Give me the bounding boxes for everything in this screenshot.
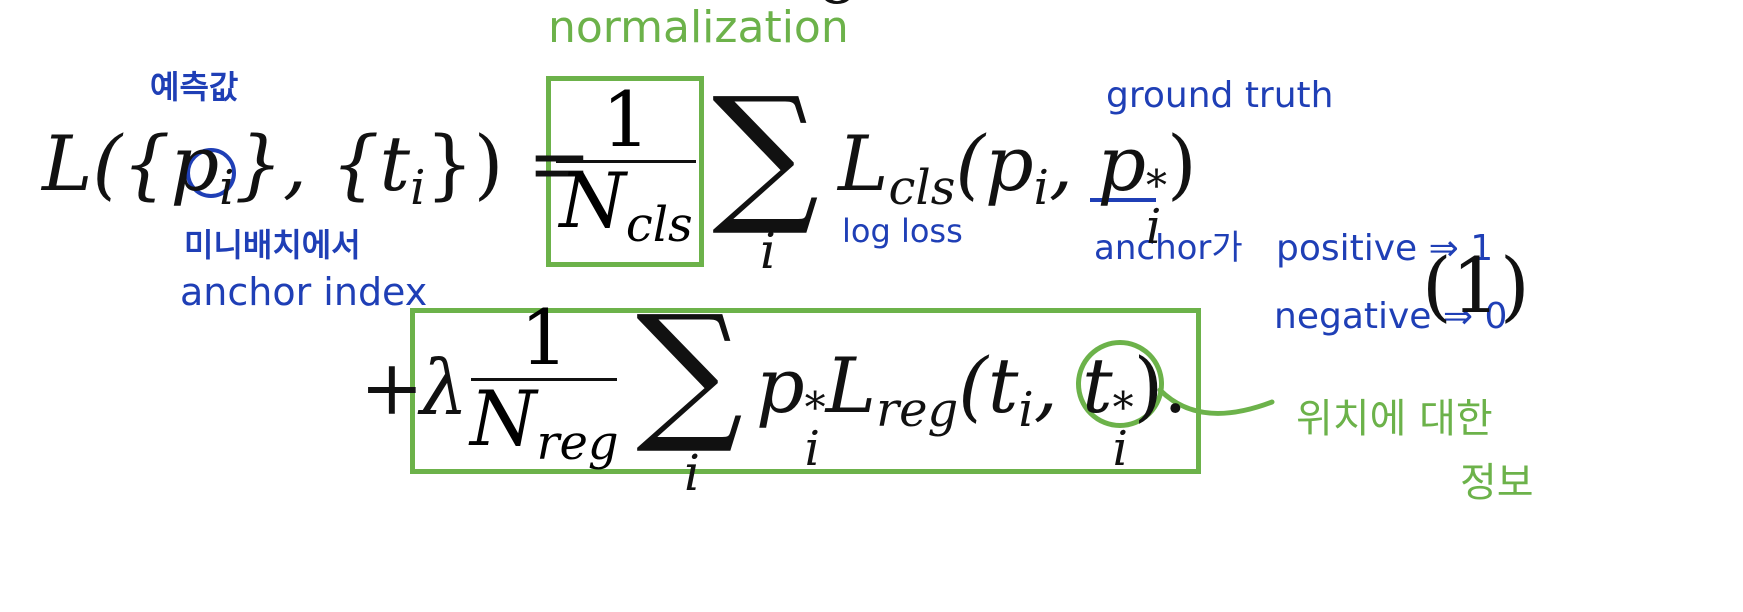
reg-tstar-sup: * <box>1112 383 1134 432</box>
ground-truth-annotation: ground truth <box>1106 75 1334 116</box>
lhs-close-equals: }) = <box>425 119 592 208</box>
fraction-cls-numerator: 1 <box>601 75 651 164</box>
reg-p-sub: i <box>804 421 821 477</box>
position-info-annotation-2: 정보 <box>1460 460 1534 506</box>
cls-pstar: p <box>1097 119 1146 208</box>
plus-sign: + <box>360 343 424 432</box>
reg-L-sub: reg <box>876 382 959 438</box>
cls-p-sub: i <box>1033 160 1050 216</box>
position-info-annotation-1: 위치에 대한 <box>1296 396 1493 442</box>
top-partial-glyph: 8 <box>818 0 856 18</box>
ground-truth-underline <box>1090 198 1156 202</box>
normalization-annotation: normalization <box>548 2 849 53</box>
tstar-circle <box>1076 340 1164 428</box>
reg-tstar-sub: i <box>1112 421 1128 477</box>
positive-annotation: positive ⇒ 1 <box>1276 228 1494 269</box>
fraction-cls: 1 Ncls <box>556 82 696 249</box>
sum-symbol-2: ∑ <box>636 284 744 458</box>
normalization-box <box>546 76 704 267</box>
fraction-cls-denominator: Ncls <box>559 163 692 250</box>
lhs-t-sub: i <box>410 160 426 216</box>
negative-annotation: negative ⇒ 0 <box>1274 296 1508 337</box>
pi-circle <box>186 148 236 198</box>
cls-pstar-sub: i <box>1146 199 1162 255</box>
reg-t-sub: i <box>1018 382 1034 438</box>
cls-loss-term: Lcls(pi, p*i) <box>838 126 1197 255</box>
loss-lhs: L({pi}, {ti}) = <box>42 126 591 213</box>
fraction-cls-bar <box>556 160 696 163</box>
cls-args-open: (p <box>955 119 1034 208</box>
reg-close: ). <box>1133 341 1188 430</box>
position-connector-line <box>1157 387 1275 416</box>
sum-symbol-1: ∑ <box>712 66 820 240</box>
reg-L: L <box>825 341 877 430</box>
fraction-cls-N: N <box>559 156 626 245</box>
lhs-open-text: L({p <box>42 119 220 208</box>
regression-term-box <box>410 308 1201 474</box>
lambda: λ <box>420 343 469 432</box>
cls-comma: , <box>1049 119 1098 208</box>
equation-number: (1) <box>1422 241 1530 330</box>
reg-comma: , <box>1033 341 1083 430</box>
fraction-cls-N-sub: cls <box>625 197 693 253</box>
fraction-reg-N: N <box>470 374 537 463</box>
sum-1-index: i <box>760 222 776 280</box>
fraction-reg-numerator: 1 <box>520 293 569 382</box>
minibatch-annotation: 미니배치에서 <box>184 226 361 264</box>
prediction-annotation: 예측값 <box>150 68 239 106</box>
cls-pstar-sup: * <box>1146 161 1167 210</box>
reg-p: p <box>756 341 805 430</box>
lhs-mid-text: }, {t <box>234 119 411 208</box>
reg-p-sup: * <box>804 383 826 432</box>
fraction-reg: 1 Nreg <box>470 293 619 468</box>
cls-L-sub: cls <box>888 160 956 216</box>
log-loss-annotation: log loss <box>842 212 963 250</box>
lhs-p-sub: i <box>219 160 235 216</box>
reg-tstar: t <box>1082 341 1113 430</box>
reg-args-open: (t <box>958 341 1019 430</box>
anchor-ga-annotation: anchor가 <box>1094 228 1243 268</box>
sum-2-index: i <box>684 444 700 502</box>
anchor-index-annotation: anchor index <box>180 270 428 314</box>
cls-close-paren: ) <box>1167 119 1197 208</box>
fraction-reg-bar <box>471 378 618 381</box>
fraction-reg-denominator: Nreg <box>470 381 619 468</box>
fraction-reg-N-sub: reg <box>536 415 619 471</box>
cls-L: L <box>838 119 889 208</box>
